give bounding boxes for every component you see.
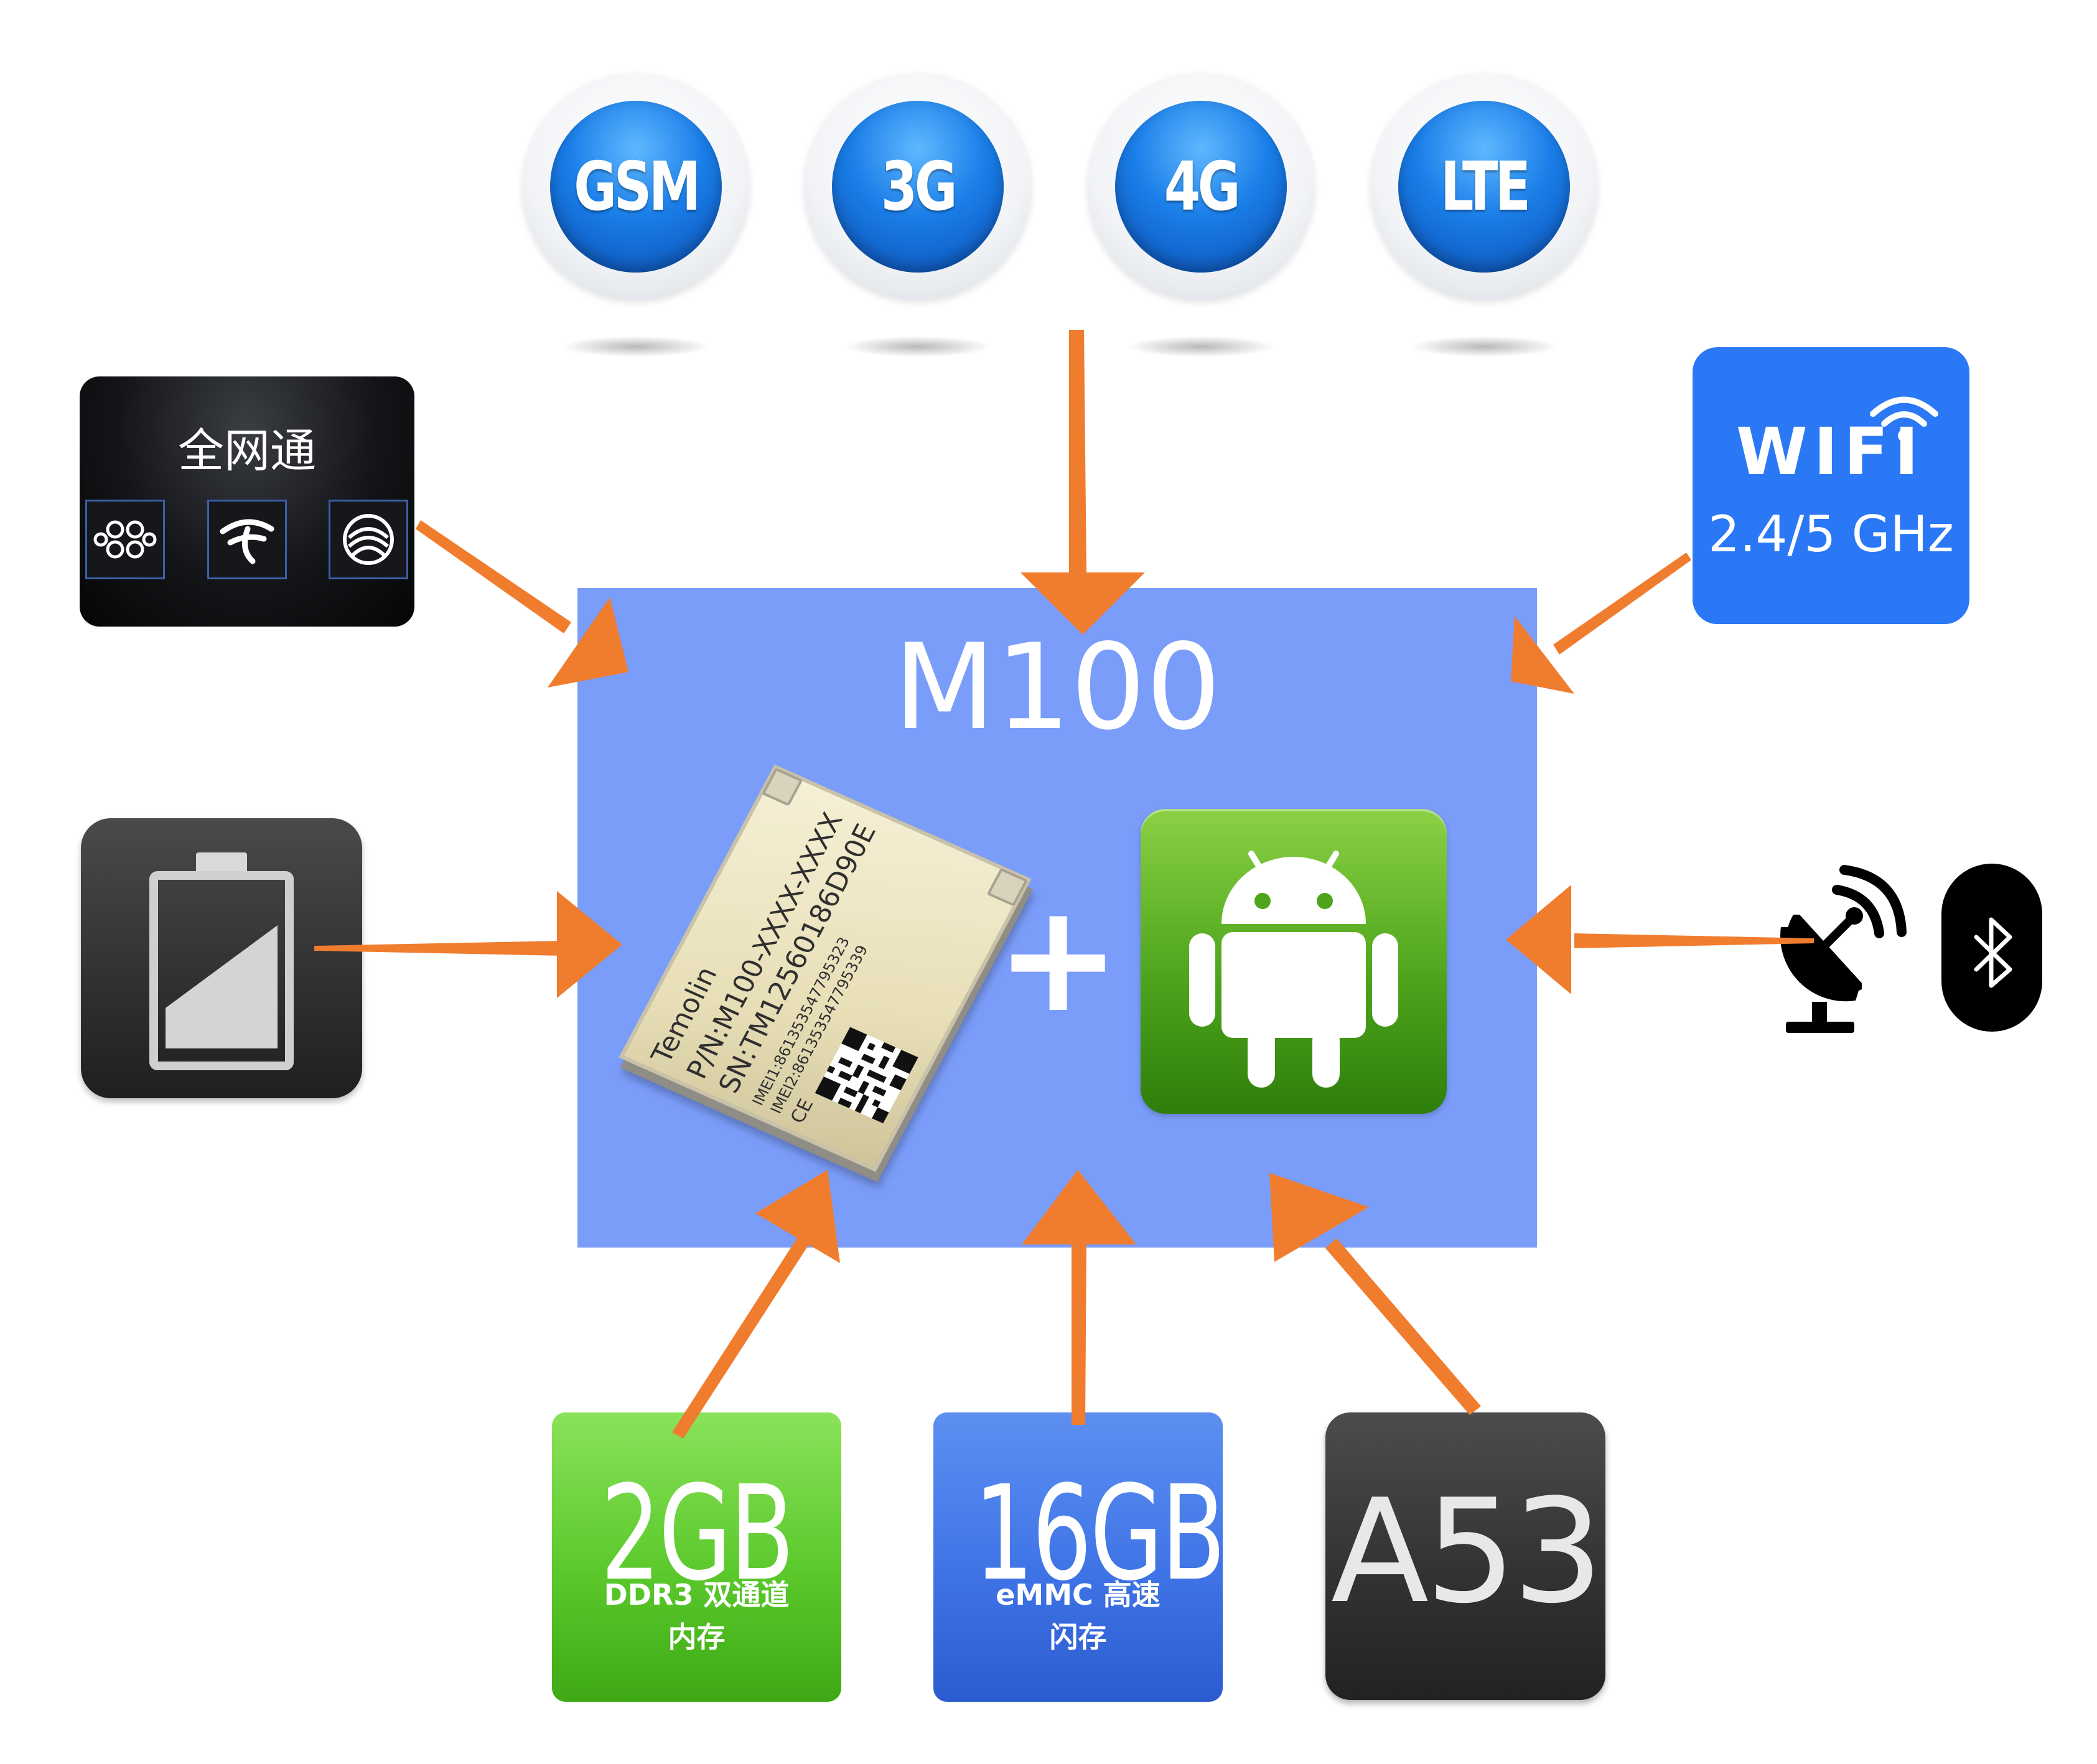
badge-gsm-core: GSM bbox=[550, 101, 722, 273]
arrow-all-network bbox=[416, 520, 628, 688]
badge-lte-core: LTE bbox=[1398, 101, 1570, 273]
lte-module-chip: Temolin P/N:M100-XXXX-XXXX SN:TM12560186… bbox=[619, 764, 1032, 1172]
arrow-battery bbox=[314, 891, 622, 998]
badge-4g-core: 4G bbox=[1115, 101, 1287, 273]
plus-sign: + bbox=[996, 871, 1121, 1045]
android-tile bbox=[1141, 809, 1447, 1114]
flash-kind: 闪存 bbox=[1049, 1620, 1107, 1654]
wifi-tile bbox=[1693, 347, 1969, 624]
satellite-dish-icon bbox=[1780, 865, 1907, 1033]
android-robot-icon bbox=[1189, 851, 1398, 1088]
carrier-mobile-box bbox=[329, 500, 408, 579]
ram-size: 2GB bbox=[600, 1457, 794, 1610]
qr-code-icon bbox=[815, 1027, 918, 1124]
wifi-label: WIFI bbox=[1736, 414, 1925, 490]
wifi-signal-icon bbox=[1870, 396, 1938, 442]
arrow-ram bbox=[672, 1170, 840, 1439]
module-title: M100 bbox=[893, 618, 1221, 756]
flash-tile bbox=[933, 1412, 1223, 1702]
badge-lte: LTE bbox=[1371, 73, 1597, 300]
badge-3g: 3G bbox=[805, 73, 1031, 300]
badge-3g-label: 3G bbox=[880, 147, 958, 226]
badge-4g-shadow bbox=[1126, 336, 1276, 357]
carrier-unicom-box bbox=[85, 500, 165, 579]
cpu-name: A53 bbox=[1330, 1469, 1604, 1635]
badge-lte-label: LTE bbox=[1440, 147, 1531, 226]
bluetooth-icon bbox=[1974, 917, 2012, 988]
ram-tile bbox=[552, 1412, 841, 1702]
badge-gsm-shadow bbox=[561, 336, 711, 357]
badge-3g-core: 3G bbox=[832, 101, 1004, 273]
china-telecom-icon bbox=[220, 519, 274, 564]
all-network-label: 全网通 bbox=[178, 424, 316, 478]
arrow-network bbox=[1020, 330, 1145, 635]
ram-type: DDR3 双通道 bbox=[604, 1578, 790, 1612]
battery-icon bbox=[149, 852, 294, 1070]
badge-lte-shadow bbox=[1409, 336, 1559, 357]
battery-tile bbox=[81, 818, 362, 1098]
ram-kind: 内存 bbox=[668, 1620, 726, 1654]
badge-gsm: GSM bbox=[523, 73, 749, 300]
arrow-cpu bbox=[1269, 1173, 1481, 1415]
badge-3g-shadow bbox=[843, 336, 992, 357]
arrow-wifi bbox=[1511, 553, 1691, 694]
china-mobile-icon bbox=[343, 514, 394, 565]
arrow-flash bbox=[1022, 1170, 1136, 1425]
badge-4g: 4G bbox=[1088, 73, 1314, 300]
cpu-tile bbox=[1325, 1412, 1605, 1700]
bluetooth-pill bbox=[1941, 864, 2042, 1032]
flash-type: eMMC 高速 bbox=[996, 1578, 1161, 1612]
arrow-gps-bluetooth bbox=[1506, 885, 1814, 994]
carrier-telecom-box bbox=[207, 500, 287, 579]
wifi-band-label: 2.4/5 GHz bbox=[1708, 505, 1954, 563]
badge-4g-label: 4G bbox=[1164, 147, 1241, 226]
badge-gsm-label: GSM bbox=[574, 147, 701, 226]
china-unicom-icon bbox=[93, 520, 157, 559]
